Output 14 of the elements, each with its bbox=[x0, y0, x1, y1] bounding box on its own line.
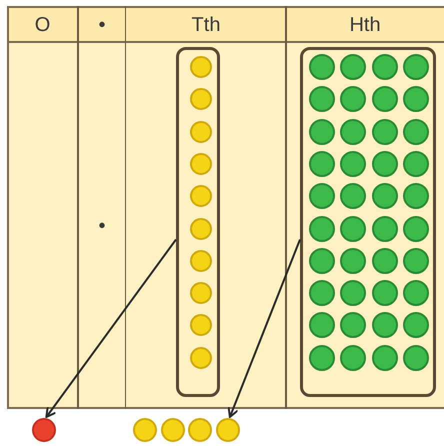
column-header: • bbox=[98, 12, 106, 38]
column-header: Hth bbox=[349, 12, 381, 38]
group-outline bbox=[176, 47, 220, 397]
arrow bbox=[45, 238, 177, 418]
counter-chip bbox=[160, 418, 184, 442]
counter-chip bbox=[32, 418, 56, 442]
counter-chip bbox=[188, 418, 212, 442]
column-header: O bbox=[34, 12, 50, 38]
counter-chip bbox=[216, 418, 240, 442]
decimal-point: • bbox=[98, 214, 106, 239]
group-outline bbox=[300, 47, 436, 397]
column-header: Tth bbox=[192, 12, 220, 38]
arrow bbox=[228, 239, 301, 418]
counter-chip bbox=[133, 418, 157, 442]
